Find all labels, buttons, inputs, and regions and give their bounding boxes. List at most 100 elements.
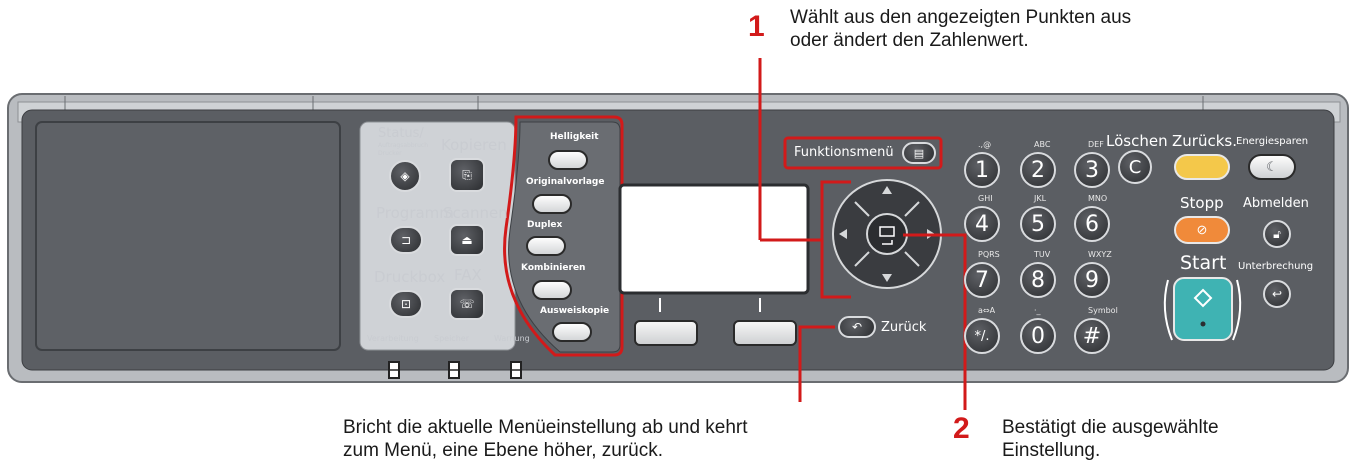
energiesparen-label: Energiesparen: [1236, 136, 1309, 147]
status-icon: ◈: [400, 169, 410, 183]
numpad-key[interactable]: 4: [964, 206, 1000, 242]
callout-1-text: Wählt aus den angezeigten Punkten aus od…: [790, 6, 1131, 52]
fax-label: FAX: [454, 266, 482, 284]
lock-icon: 🔓︎: [1273, 226, 1281, 241]
ok-key: [866, 213, 908, 255]
helligkeit-button[interactable]: [548, 150, 588, 170]
druckbox-label: Druckbox: [374, 268, 446, 286]
numpad-key[interactable]: 8: [1020, 262, 1056, 298]
start-icon: [1193, 288, 1213, 308]
left-blank-pad: [35, 121, 341, 351]
numpad-letters: ABC: [1034, 140, 1051, 149]
numpad-digit: 4: [975, 211, 989, 237]
numpad-key[interactable]: */.: [964, 318, 1000, 354]
numpad-key[interactable]: 0: [1020, 318, 1056, 354]
callout-3-line2: zum Menü, eine Ebene höher, zurück.: [343, 440, 664, 461]
funktionsmenu-highlight: [783, 136, 943, 170]
numpad-digit: 3: [1085, 157, 1099, 183]
clear-icon: C: [1128, 156, 1142, 178]
select-label-helligkeit: Helligkeit: [550, 132, 599, 142]
left-arrow-icon: [839, 229, 847, 239]
numpad-key[interactable]: 7: [964, 262, 1000, 298]
numpad-digit: 9: [1085, 267, 1099, 293]
numpad-letters: PQRS: [978, 250, 1000, 259]
start-button: [1173, 277, 1233, 341]
druckbox-button[interactable]: ⊡: [389, 290, 423, 318]
numpad-digit: 8: [1031, 267, 1045, 293]
programm-button[interactable]: ⊐: [389, 226, 423, 254]
callout-2-text: Bestätigt die ausgewählte Einstellung.: [1002, 416, 1219, 462]
unterbrechung-label: Unterbrechung: [1238, 261, 1314, 272]
kopieren-label: Kopieren: [441, 136, 507, 154]
soft-key-left[interactable]: [634, 320, 698, 346]
programm-label: Programm: [376, 204, 454, 222]
numpad-letters: a⇔A: [978, 306, 996, 315]
callout-2-line2: Einstellung.: [1002, 440, 1101, 461]
funktionsmenu-label: Funktionsmenü: [794, 145, 894, 160]
down-arrow-icon: [882, 274, 892, 282]
scannen-button[interactable]: ⏏: [449, 224, 485, 256]
numpad-digit: #: [1082, 323, 1102, 349]
fax-icon: ☏: [459, 297, 475, 311]
ausweiskopie-button[interactable]: [552, 322, 592, 342]
callout-3-line: [798, 325, 835, 402]
numpad-key[interactable]: #: [1074, 318, 1110, 354]
numpad-key[interactable]: 2: [1020, 152, 1056, 188]
callout-3-line1: Bricht die aktuelle Menüeinstellung ab u…: [343, 417, 748, 438]
select-label-ausweiskopie: Ausweiskopie: [540, 306, 610, 316]
zuruck-button[interactable]: ↶: [838, 316, 876, 338]
numpad-digit: 7: [975, 267, 989, 293]
numpad-key[interactable]: 3: [1074, 152, 1110, 188]
funktionsmenu-button[interactable]: ▤: [902, 142, 936, 164]
numpad-letters: MNO: [1088, 194, 1108, 203]
callout-2-line1: Bestätigt die ausgewählte: [1002, 417, 1219, 438]
abmelden-label: Abmelden: [1243, 196, 1309, 211]
energiesparen-button[interactable]: ☾: [1248, 154, 1296, 180]
numpad-key[interactable]: 9: [1074, 262, 1110, 298]
abmelden-button[interactable]: 🔓︎: [1263, 220, 1291, 248]
up-arrow-icon: [882, 186, 892, 194]
status-sub2-label: Drucker: [378, 150, 402, 157]
numpad-digit: 0: [1031, 323, 1045, 349]
speicher-label: Speicher: [434, 334, 469, 343]
kombinieren-button[interactable]: [532, 280, 572, 300]
back-icon: ↶: [851, 320, 863, 334]
interrupt-icon: ↩: [1271, 287, 1283, 301]
numpad-digit: 6: [1085, 211, 1099, 237]
unterbrechung-button[interactable]: ↩: [1263, 280, 1291, 308]
status-button[interactable]: ◈: [389, 160, 421, 192]
stopp-label: Stopp: [1180, 194, 1224, 212]
select-label-kombinieren: Kombinieren: [521, 263, 586, 273]
select-label-originalvorlage: Originalvorlage: [526, 177, 605, 187]
loschen-label: Löschen: [1106, 132, 1168, 150]
fax-button[interactable]: ☏: [449, 288, 485, 320]
callout-1-line1: Wählt aus den angezeigten Punkten aus: [790, 7, 1132, 28]
numpad-digit: 2: [1031, 157, 1045, 183]
numpad-key[interactable]: 5: [1020, 206, 1056, 242]
numpad-letters: ·_: [1034, 306, 1041, 315]
loschen-button[interactable]: C: [1118, 150, 1152, 184]
numpad-letters: JKL: [1034, 194, 1047, 203]
document-box-icon: ⊡: [400, 297, 412, 311]
numpad-key[interactable]: 1: [964, 152, 1000, 188]
numpad-letters: Symbol: [1088, 306, 1118, 315]
zurucks-button[interactable]: [1174, 154, 1230, 180]
scannen-label: Scannen: [443, 204, 508, 222]
callout-3-text: Bricht die aktuelle Menüeinstellung ab u…: [343, 416, 748, 462]
callout-2-line: [903, 233, 967, 410]
soft-key-right[interactable]: [733, 320, 797, 346]
zurucks-label: Zurücks.: [1172, 132, 1237, 150]
zuruck-label: Zurück: [881, 320, 927, 335]
duplex-button[interactable]: [526, 236, 566, 256]
originalvorlage-button[interactable]: [532, 194, 572, 214]
numpad-letters: WXYZ: [1088, 250, 1112, 259]
warnung-label: Warnung: [494, 334, 530, 343]
kopieren-button[interactable]: ⎘: [449, 158, 485, 192]
scan-icon: ⏏: [461, 233, 473, 247]
stop-icon: ⊘: [1196, 222, 1208, 237]
numpad-letters: TUV: [1034, 250, 1051, 259]
numpad-key[interactable]: 6: [1074, 206, 1110, 242]
stopp-button[interactable]: ⊘: [1174, 216, 1230, 244]
menu-icon: ▤: [913, 146, 925, 160]
